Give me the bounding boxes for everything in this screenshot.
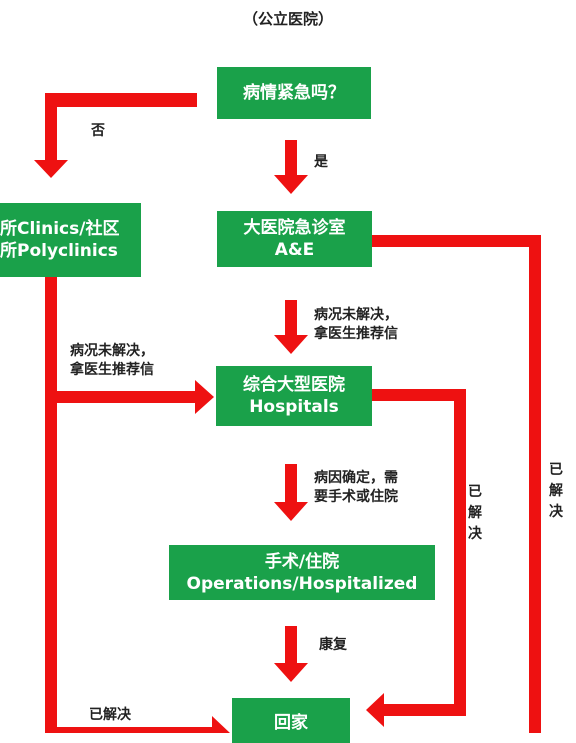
edge-label-recovery: 康复 xyxy=(319,637,347,653)
edge-label-ae-unresolved: 病况未解决， 拿医生推荐信 xyxy=(314,306,398,344)
edge-label-clinic-unresolved-line1: 病况未解决， xyxy=(70,343,154,359)
arrow-ae-to-hospital xyxy=(274,300,308,354)
arrow-no xyxy=(34,93,197,178)
edge-label-hospital-resolved: 已解决 xyxy=(468,484,482,542)
arrow-yes xyxy=(274,140,308,194)
node-clinics: 所Clinics/社区 所Polyclinics xyxy=(0,203,141,277)
node-operations-line2: Operations/Hospitalized xyxy=(186,573,418,594)
edge-label-diagnosed-line2: 要手术或住院 xyxy=(314,489,398,505)
edge-label-clinic-unresolved-line2: 拿医生推荐信 xyxy=(70,362,154,378)
edge-label-yes: 是 xyxy=(314,154,328,170)
arrow-clinic-to-home xyxy=(57,716,230,733)
node-home: 回家 xyxy=(232,698,350,743)
edge-label-ae-resolved: 已解决 xyxy=(549,462,563,520)
node-clinics-line1: 所Clinics/社区 xyxy=(0,219,120,239)
arrow-clinic-to-hospital xyxy=(57,380,214,414)
node-ae-line2: A&E xyxy=(274,240,315,260)
node-operations: 手术/住院 Operations/Hospitalized xyxy=(169,545,435,600)
edge-label-no: 否 xyxy=(91,123,105,139)
arrow-recovery xyxy=(274,626,308,682)
node-ae-line1: 大医院急诊室 xyxy=(243,218,346,238)
arrow-hospital-to-operations xyxy=(274,464,308,521)
node-ae: 大医院急诊室 A&E xyxy=(217,211,372,267)
node-hospitals: 综合大型医院 Hospitals xyxy=(216,366,372,426)
node-hospitals-line2: Hospitals xyxy=(249,397,339,417)
edge-label-ae-unresolved-line1: 病况未解决， xyxy=(314,307,398,323)
arrow-hospital-resolved xyxy=(366,389,466,727)
node-clinics-line2: 所Polyclinics xyxy=(0,241,118,261)
node-emergency-question: 病情紧急吗？ xyxy=(217,67,371,119)
edge-label-diagnosed: 病因确定，需 要手术或住院 xyxy=(314,469,398,507)
edge-label-clinic-resolved: 已解决 xyxy=(89,707,131,723)
node-operations-line1: 手术/住院 xyxy=(264,551,340,572)
node-emergency-question-text: 病情紧急吗？ xyxy=(243,83,345,103)
edge-label-clinic-unresolved: 病况未解决， 拿医生推荐信 xyxy=(70,342,154,380)
page-title: （公立医院） xyxy=(242,10,333,28)
node-hospitals-line1: 综合大型医院 xyxy=(243,375,345,395)
node-home-text: 回家 xyxy=(274,713,308,733)
edge-label-ae-unresolved-line2: 拿医生推荐信 xyxy=(314,326,398,342)
edge-label-diagnosed-line1: 病因确定，需 xyxy=(314,470,398,486)
arrow-clinic-trunk xyxy=(45,277,57,733)
